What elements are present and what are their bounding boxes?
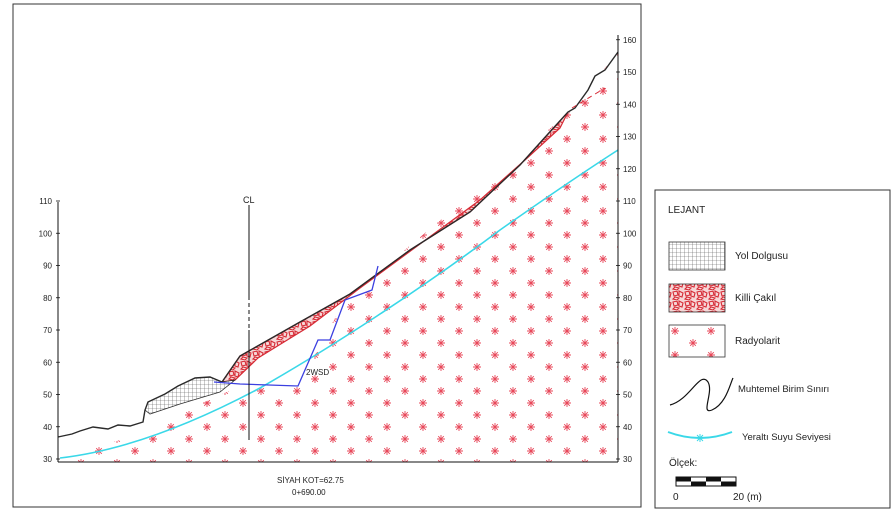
legend-swatch-radyolarit: [668, 324, 726, 358]
axis-tick-label: 150: [623, 68, 637, 77]
axis-tick-label: 110: [39, 197, 52, 206]
caption-station: 0+690.00: [292, 488, 326, 497]
ground-surface-line: [57, 51, 619, 438]
left-axis-ticks: 110 100 90 80 70 60 50 40 30: [39, 197, 60, 464]
axis-tick-label: 110: [623, 197, 636, 206]
axis-tick-label: 120: [623, 165, 637, 174]
scale-end: 20 (m): [733, 492, 762, 503]
legend-title: LEJANT: [668, 205, 705, 216]
legend-label-boundary: Muhtemel Birim Sınırı: [738, 384, 829, 395]
axis-tick-label: 70: [623, 326, 632, 335]
axis-tick-label: 50: [43, 391, 52, 400]
radyolarit-unit: [60, 50, 618, 462]
axis-tick-label: 130: [623, 133, 637, 142]
legend-label-killi-cakil: Killi Çakıl: [735, 293, 776, 304]
legend-swatch-yol-dolgusu: [668, 241, 726, 271]
axis-tick-label: 30: [623, 455, 632, 464]
axis-tick-label: 30: [43, 455, 52, 464]
water-table-line: [59, 149, 619, 459]
axis-tick-label: 140: [623, 100, 637, 109]
cl-label: CL: [243, 195, 255, 205]
axis-tick-label: 100: [623, 229, 637, 238]
axis-tick-label: 80: [623, 294, 632, 303]
axis-tick-label: 60: [43, 358, 52, 367]
well-label: 2WSD: [306, 368, 329, 377]
axis-tick-label: 40: [623, 423, 632, 432]
scale-start: 0: [673, 492, 679, 503]
axis-tick-label: 40: [43, 423, 52, 432]
water-star-icon: [696, 434, 704, 442]
legend-swatch-killi-cakil: [668, 283, 726, 313]
axis-tick-label: 50: [623, 391, 632, 400]
right-axis-ticks: 160 150 140 130 120 110 100 90 80 70 60 50 40 30: [616, 36, 637, 464]
legend-label-radyolarit: Radyolarit: [735, 336, 780, 347]
axis-tick-label: 90: [43, 262, 52, 271]
legend-label-yol-dolgusu: Yol Dolgusu: [735, 251, 788, 262]
scale-bar: [675, 476, 737, 487]
axis-tick-label: 80: [43, 294, 52, 303]
section-frame: [12, 3, 642, 508]
probable-unit-boundary: [571, 87, 606, 109]
legend-frame: [654, 189, 891, 509]
legend-label-water: Yeraltı Suyu Seviyesi: [742, 432, 831, 443]
axis-tick-label: 90: [623, 262, 632, 271]
axis-tick-label: 160: [623, 36, 637, 45]
axis-tick-label: 100: [39, 229, 53, 238]
failure-surface-line: [213, 265, 379, 387]
axis-tick-label: 60: [623, 358, 632, 367]
caption-kot: SİYAH KOT=62.75: [277, 476, 344, 485]
boundary-line-icon: [669, 377, 734, 412]
axis-tick-label: 70: [43, 326, 52, 335]
scale-label: Ölçek:: [669, 457, 697, 469]
